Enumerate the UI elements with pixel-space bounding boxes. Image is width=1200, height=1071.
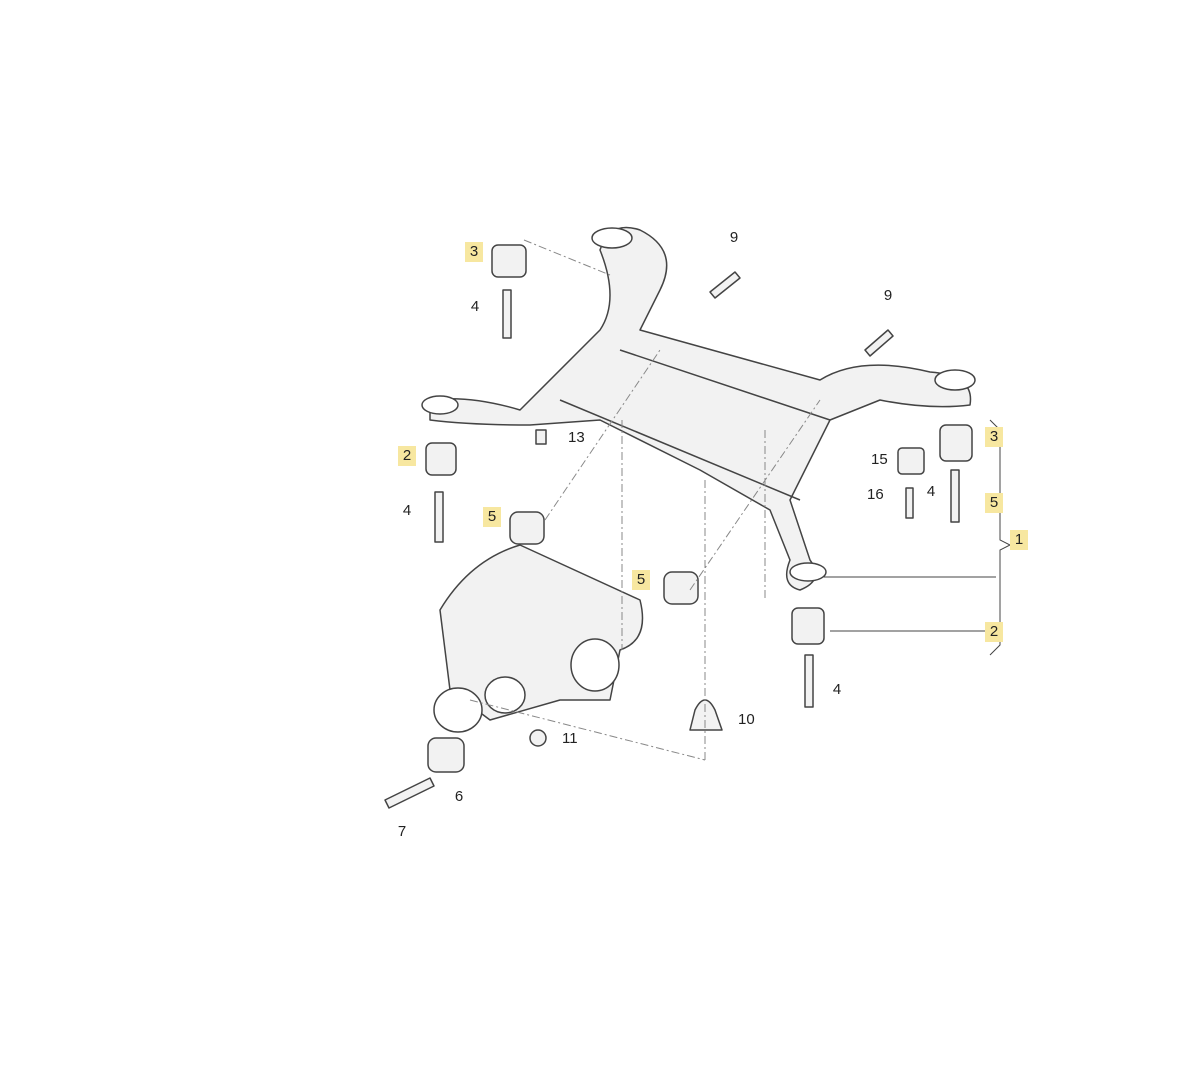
callout-16[interactable]: 16 [867, 486, 884, 503]
callout-9[interactable]: 9 [883, 287, 893, 304]
callout-4[interactable]: 4 [402, 502, 412, 519]
callout-11[interactable]: 11 [562, 730, 578, 747]
clip-15 [897, 447, 925, 475]
callout-5[interactable]: 5 [483, 507, 501, 527]
bushing-3-left [491, 244, 527, 278]
mount-10 [689, 699, 723, 731]
bushing-5-a [509, 511, 545, 545]
callout-3[interactable]: 3 [465, 242, 483, 262]
bushing-6 [427, 737, 465, 773]
subframe [429, 226, 972, 591]
callout-5[interactable]: 5 [632, 570, 650, 590]
bushing-2-right [791, 607, 825, 645]
callout-2[interactable]: 2 [985, 622, 1003, 642]
callout-6[interactable]: 6 [454, 788, 464, 805]
callout-4[interactable]: 4 [832, 681, 842, 698]
callout-4[interactable]: 4 [470, 298, 480, 315]
callout-4[interactable]: 4 [926, 483, 936, 500]
bushing-5-b [663, 571, 699, 605]
callout-3[interactable]: 3 [985, 427, 1003, 447]
callout-5[interactable]: 5 [985, 493, 1003, 513]
callout-10[interactable]: 10 [738, 711, 755, 728]
bushing-3-right [939, 424, 973, 462]
callout-7[interactable]: 7 [397, 823, 407, 840]
callout-13[interactable]: 13 [568, 429, 585, 446]
callout-9[interactable]: 9 [729, 229, 739, 246]
bushing-2-left [425, 442, 457, 476]
callout-1[interactable]: 1 [1010, 530, 1028, 550]
callout-2[interactable]: 2 [398, 446, 416, 466]
callout-15[interactable]: 15 [871, 451, 888, 468]
